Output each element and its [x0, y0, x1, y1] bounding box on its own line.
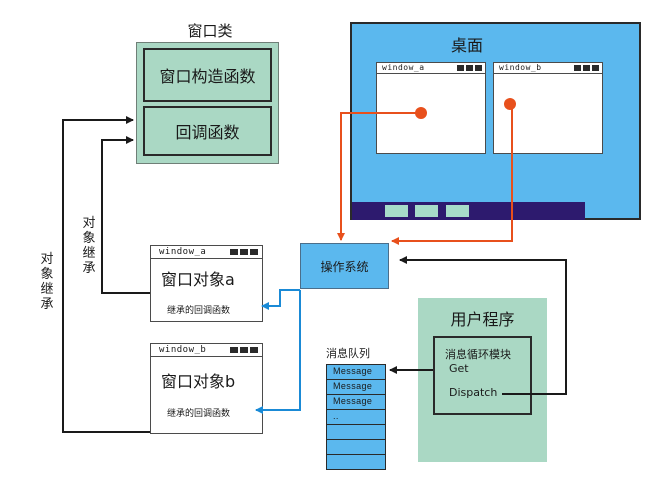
- inherit-char: 承: [40, 297, 54, 312]
- window-object-b: window_b 窗口对象b 继承的回调函数: [150, 343, 263, 434]
- queue-cell: Message: [326, 395, 386, 410]
- desktop-window-a-titlebar: window_a: [377, 63, 485, 74]
- desktop-window-b-titlebar: window_b: [494, 63, 602, 74]
- window-controls: [457, 65, 482, 71]
- inherit-char: 继: [40, 282, 54, 297]
- window-object-b-titlebar: window_b: [151, 344, 262, 357]
- get-label: Get: [449, 362, 469, 375]
- message-loop-title: 消息循环模块: [445, 348, 511, 361]
- inherit-label-outer: 对 象 继 承: [39, 252, 55, 312]
- window-class-title: 窗口类: [187, 22, 233, 40]
- taskbar-button[interactable]: [385, 205, 408, 217]
- inherit-char: 承: [82, 261, 96, 276]
- taskbar-button[interactable]: [415, 205, 438, 217]
- taskbar: [352, 202, 585, 220]
- dispatch-arrow-a: [261, 289, 300, 310]
- close-icon[interactable]: [475, 65, 482, 71]
- minimize-icon[interactable]: [230, 347, 238, 353]
- dispatch-to-os-arrow: [399, 256, 567, 395]
- queue-cell: ..: [326, 410, 386, 425]
- inherit-char: 继: [82, 246, 96, 261]
- constructor-label: 窗口构造函数: [159, 67, 256, 86]
- message-queue-title: 消息队列: [326, 347, 370, 360]
- window-controls: [230, 249, 258, 255]
- desktop-window-a[interactable]: window_a: [376, 62, 486, 154]
- queue-cell: [326, 425, 386, 440]
- message-queue: Message Message Message ..: [326, 364, 386, 470]
- inherit-char: 象: [82, 231, 96, 246]
- window-object-a-title: 窗口对象a: [161, 270, 235, 289]
- inherit-char: 对: [40, 252, 54, 267]
- operating-system-box: 操作系统: [300, 243, 389, 289]
- window-object-a-callback: 继承的回调函数: [167, 306, 231, 316]
- window-object-b-title: 窗口对象b: [161, 372, 236, 391]
- window-object-a-bar-title: window_a: [159, 247, 207, 257]
- maximize-icon[interactable]: [583, 65, 590, 71]
- desktop-window-a-title: window_a: [382, 63, 425, 72]
- maximize-icon[interactable]: [240, 347, 248, 353]
- user-program-title: 用户程序: [450, 310, 515, 329]
- desktop-window-b-title: window_b: [499, 63, 542, 72]
- inherit-arrow-inner: [101, 136, 150, 294]
- desktop-title: 桌面: [450, 36, 483, 55]
- inherit-label-inner: 对 象 继 承: [81, 216, 97, 276]
- minimize-icon[interactable]: [457, 65, 464, 71]
- inherit-char: 象: [40, 267, 54, 282]
- event-arrow-window-b: [391, 103, 513, 245]
- inherit-char: 对: [82, 216, 96, 231]
- window-object-b-bar-title: window_b: [159, 345, 207, 355]
- queue-cell: Message: [326, 380, 386, 395]
- class-callback-box: 回调函数: [143, 106, 272, 156]
- queue-cell: Message: [326, 364, 386, 380]
- dispatch-arrow-b: [255, 290, 301, 414]
- window-controls: [230, 347, 258, 353]
- class-callback-label: 回调函数: [175, 123, 240, 142]
- event-arrow-window-a: [337, 112, 421, 241]
- user-program-panel: 用户程序 消息循环模块 Get Dispatch: [418, 298, 547, 462]
- operating-system-label: 操作系统: [320, 259, 369, 274]
- close-icon[interactable]: [250, 249, 258, 255]
- constructor-box: 窗口构造函数: [143, 48, 272, 102]
- inherit-arrow-outer: [62, 116, 150, 433]
- close-icon[interactable]: [250, 347, 258, 353]
- window-object-b-callback: 继承的回调函数: [167, 409, 231, 419]
- window-object-a-titlebar: window_a: [151, 246, 262, 259]
- window-class-panel: 窗口构造函数 回调函数: [136, 42, 279, 164]
- window-controls: [574, 65, 599, 71]
- window-object-a: window_a 窗口对象a 继承的回调函数: [150, 245, 263, 322]
- maximize-icon[interactable]: [466, 65, 473, 71]
- taskbar-button[interactable]: [446, 205, 469, 217]
- maximize-icon[interactable]: [240, 249, 248, 255]
- dispatch-label: Dispatch: [449, 386, 498, 399]
- queue-cell: [326, 455, 386, 470]
- close-icon[interactable]: [592, 65, 599, 71]
- queue-cell: [326, 440, 386, 455]
- message-loop-box: 消息循环模块 Get Dispatch: [433, 336, 532, 415]
- minimize-icon[interactable]: [230, 249, 238, 255]
- minimize-icon[interactable]: [574, 65, 581, 71]
